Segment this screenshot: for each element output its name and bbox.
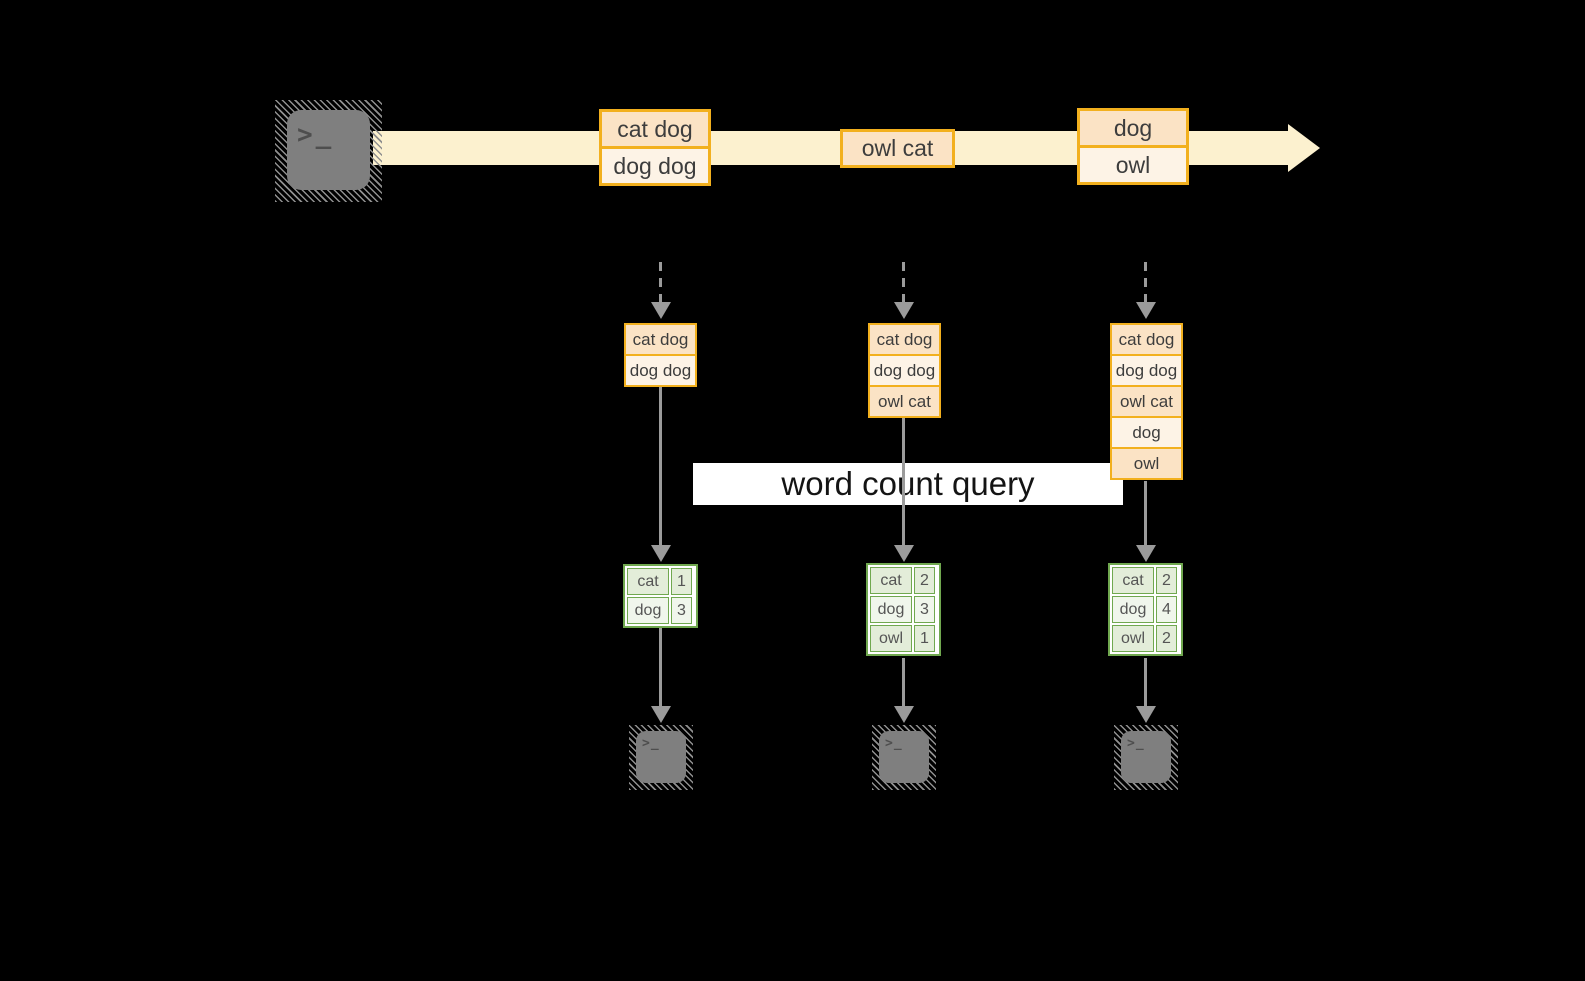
word-cell: cat xyxy=(1112,567,1154,594)
source-terminal-icon: >_ xyxy=(275,100,382,202)
terminal-screen xyxy=(287,110,370,190)
query-flow-line-3 xyxy=(1144,481,1147,549)
count-cell: 2 xyxy=(1156,567,1177,594)
result-terminal-icon-2: >_ xyxy=(872,725,936,790)
stream-event-text: owl cat xyxy=(843,132,952,165)
buffer-item: owl xyxy=(1112,447,1181,478)
stream-event-1: cat dog dog dog xyxy=(599,109,711,186)
result-terminal-icon-3: >_ xyxy=(1114,725,1178,790)
terminal-screen xyxy=(879,731,929,783)
ingest-arrow-line-2 xyxy=(902,262,905,304)
output-flow-line-1 xyxy=(659,627,662,709)
count-table-1: cat 1 dog 3 xyxy=(623,564,698,628)
result-terminal-icon-1: >_ xyxy=(629,725,693,790)
terminal-prompt-icon: >_ xyxy=(297,120,335,150)
stream-event-text: dog xyxy=(1080,111,1186,145)
terminal-screen xyxy=(1121,731,1171,783)
query-flow-line-1 xyxy=(659,386,662,549)
count-table-3: cat 2 dog 4 owl 2 xyxy=(1108,563,1183,656)
buffer-item: owl cat xyxy=(870,385,939,416)
count-cell: 3 xyxy=(914,596,935,623)
stream-arrowhead-icon xyxy=(1288,124,1320,172)
buffer-item: dog xyxy=(1112,416,1181,447)
buffer-item: dog dog xyxy=(626,354,695,385)
output-arrowhead-icon-1 xyxy=(651,706,671,723)
word-cell: cat xyxy=(627,568,669,595)
ingest-arrowhead-icon-2 xyxy=(894,302,914,319)
buffer-stack-2: cat dog dog dog owl cat xyxy=(868,323,941,418)
buffer-item: cat dog xyxy=(626,325,695,354)
query-arrowhead-icon-3 xyxy=(1136,545,1156,562)
buffer-stack-1: cat dog dog dog xyxy=(624,323,697,387)
word-cell: cat xyxy=(870,567,912,594)
buffer-item: owl cat xyxy=(1112,385,1181,416)
stream-event-text: cat dog xyxy=(602,112,708,146)
output-arrowhead-icon-3 xyxy=(1136,706,1156,723)
count-cell: 1 xyxy=(671,568,692,595)
buffer-item: cat dog xyxy=(1112,325,1181,354)
stream-event-3: dog owl xyxy=(1077,108,1189,185)
output-flow-line-2 xyxy=(902,658,905,709)
word-cell: owl xyxy=(870,625,912,652)
buffer-stack-3: cat dog dog dog owl cat dog owl xyxy=(1110,323,1183,480)
word-cell: owl xyxy=(1112,625,1154,652)
terminal-screen xyxy=(636,731,686,783)
output-arrowhead-icon-2 xyxy=(894,706,914,723)
word-cell: dog xyxy=(627,597,669,624)
buffer-item: dog dog xyxy=(870,354,939,385)
count-cell: 1 xyxy=(914,625,935,652)
stream-event-text: owl xyxy=(1080,145,1186,182)
terminal-prompt-icon: >_ xyxy=(642,736,660,751)
word-cell: dog xyxy=(870,596,912,623)
query-arrowhead-icon-2 xyxy=(894,545,914,562)
word-cell: dog xyxy=(1112,596,1154,623)
output-flow-line-3 xyxy=(1144,658,1147,709)
query-arrowhead-icon-1 xyxy=(651,545,671,562)
stream-event-text: dog dog xyxy=(602,146,708,183)
count-table-2: cat 2 dog 3 owl 1 xyxy=(866,563,941,656)
count-cell: 2 xyxy=(914,567,935,594)
ingest-arrow-line-3 xyxy=(1144,262,1147,304)
stream-event-2: owl cat xyxy=(840,129,955,168)
ingest-arrowhead-icon-3 xyxy=(1136,302,1156,319)
terminal-prompt-icon: >_ xyxy=(1127,736,1145,751)
query-label: word count query xyxy=(693,463,1123,505)
ingest-arrowhead-icon-1 xyxy=(651,302,671,319)
buffer-item: dog dog xyxy=(1112,354,1181,385)
terminal-prompt-icon: >_ xyxy=(885,736,903,751)
query-flow-line-2 xyxy=(902,418,905,549)
count-cell: 3 xyxy=(671,597,692,624)
count-cell: 4 xyxy=(1156,596,1177,623)
buffer-item: cat dog xyxy=(870,325,939,354)
count-cell: 2 xyxy=(1156,625,1177,652)
ingest-arrow-line-1 xyxy=(659,262,662,304)
